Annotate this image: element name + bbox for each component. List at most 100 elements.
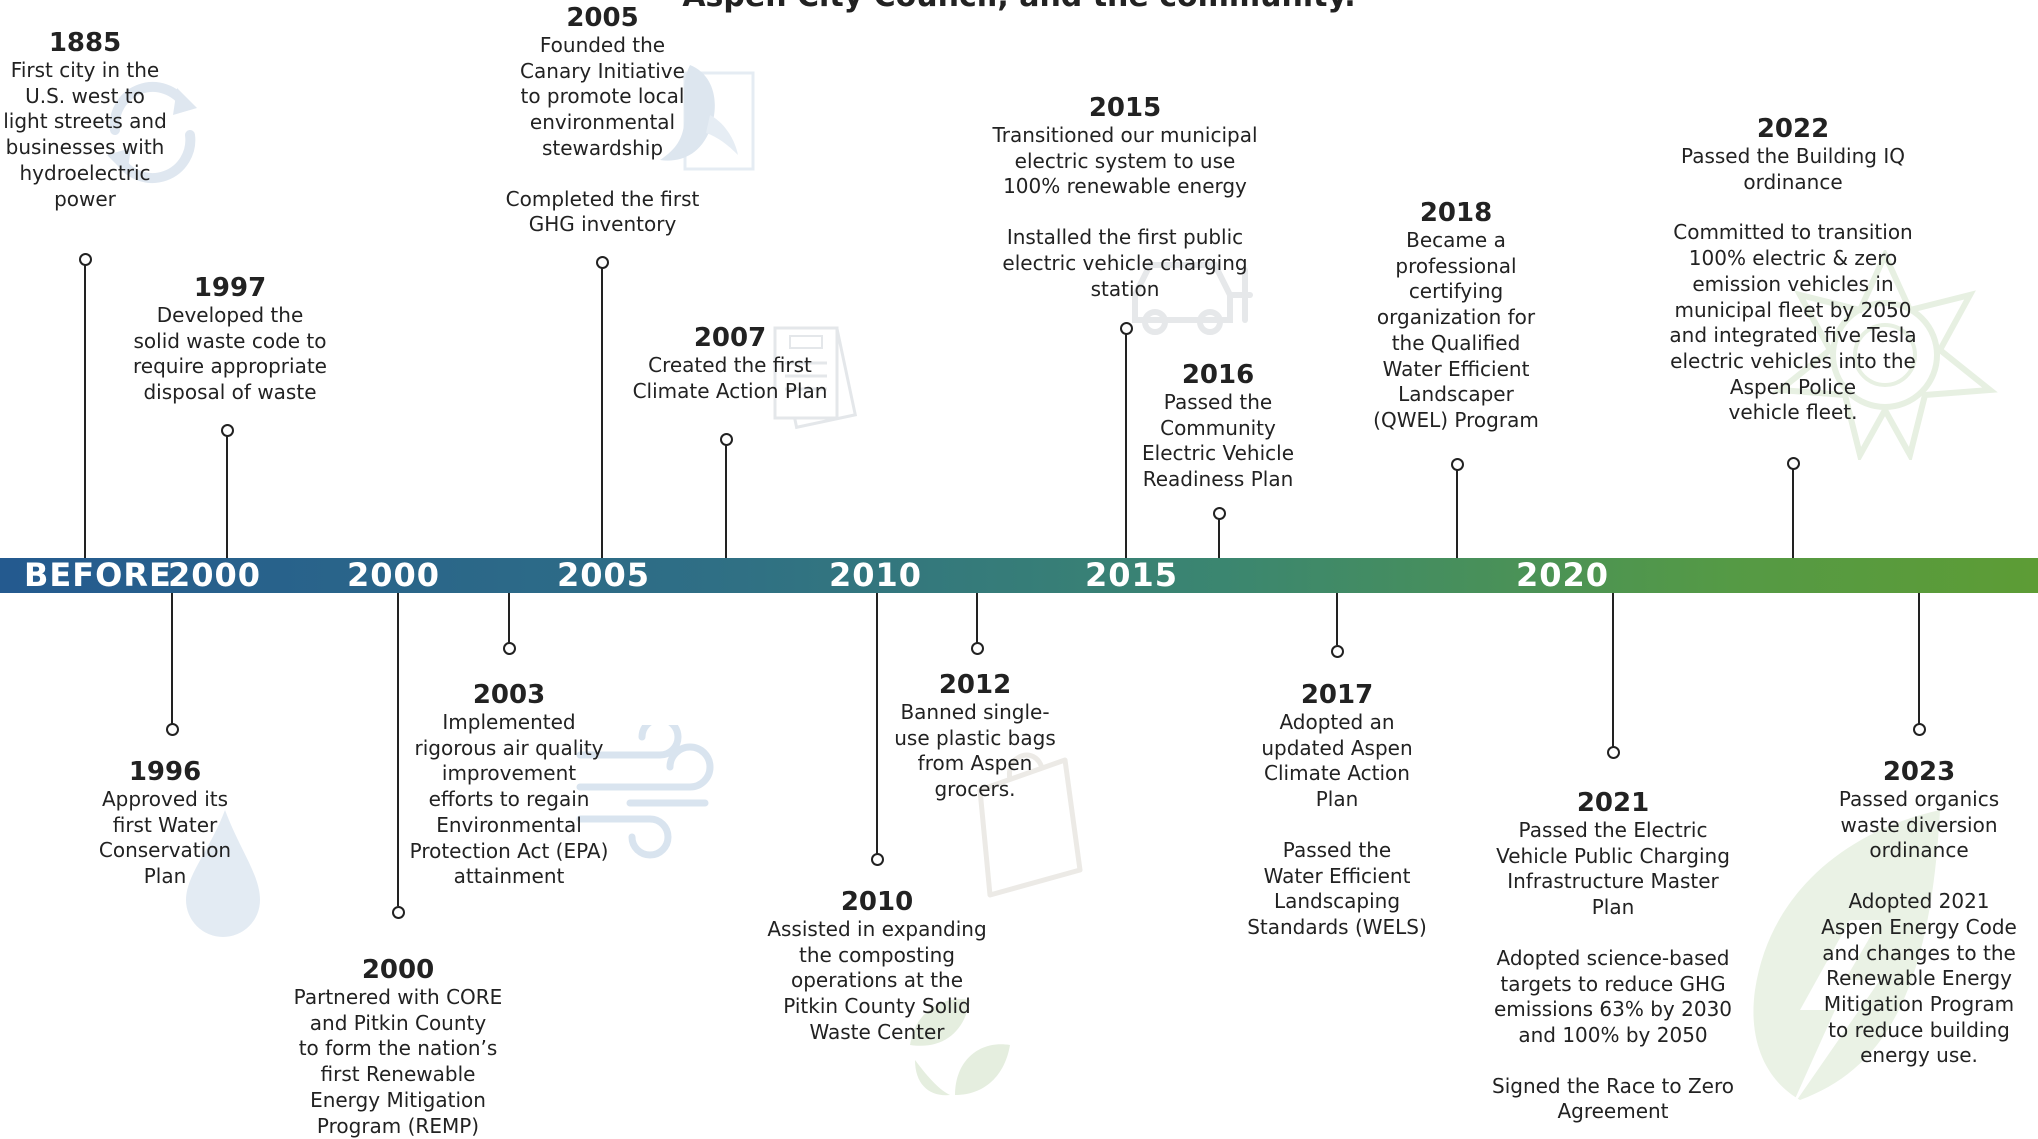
event-2017: 2017 Adopted an updated Aspen Climate Ac… (1232, 680, 1442, 941)
event-description: Passed organics waste diversion ordinanc… (1838, 787, 2000, 863)
paragraph-gap (1482, 921, 1744, 946)
pin-1997 (221, 424, 234, 437)
pin-2000 (392, 906, 405, 919)
event-description: Passed the Community Electric Vehicle Re… (1142, 390, 1294, 492)
bar-label-2015: 2015 (1085, 556, 1179, 594)
pin-2010 (871, 853, 884, 866)
event-2023: 2023 Passed organics waste diversion ord… (1808, 757, 2030, 1069)
connector-1885 (84, 259, 86, 558)
event-description: Installed the first public electric vehi… (1002, 225, 1248, 301)
plan-document-icon (773, 326, 858, 430)
canary-bird-icon (660, 65, 755, 171)
event-year: 2016 (1181, 360, 1255, 390)
pin-2016 (1213, 507, 1226, 520)
connector-2021 (1612, 593, 1614, 748)
pin-2003 (503, 642, 516, 655)
pin-2017 (1331, 645, 1344, 658)
pin-1996 (166, 723, 179, 736)
connector-2005 (601, 262, 603, 558)
bar-label-2005: 2005 (557, 556, 651, 594)
pin-2007 (720, 433, 733, 446)
paragraph-gap (475, 162, 730, 187)
event-description: Approved its first Water Conservation Pl… (98, 787, 232, 889)
paragraph-gap (1232, 813, 1442, 838)
event-description: Partnered with CORE and Pitkin County to… (293, 985, 503, 1138)
event-year: 2010 (840, 887, 914, 917)
event-description: Adopted an updated Aspen Climate Action … (1261, 710, 1413, 812)
event-year: 2017 (1300, 680, 1374, 710)
event-description: Founded the Canary Initiative to promote… (520, 33, 685, 160)
timeline-bar (0, 558, 2038, 593)
pin-2018 (1451, 458, 1464, 471)
event-year: 1996 (128, 757, 202, 787)
wind-icon (576, 725, 714, 859)
connector-2015 (1125, 328, 1127, 558)
event-2010: 2010 Assisted in expanding the compostin… (752, 887, 1002, 1046)
event-description: Committed to transition 100% electric & … (1669, 220, 1917, 425)
page-heading: Aspen City Council, and the community. (0, 0, 2038, 14)
event-description: First city in the U.S. west to light str… (3, 58, 167, 211)
event-1997: 1997 Developed the solid waste code to r… (110, 273, 350, 406)
connector-2018 (1456, 468, 1458, 558)
event-year: 2005 (566, 3, 639, 33)
connector-2012 (976, 593, 978, 645)
event-2012: 2012 Banned single- use plastic bags fro… (880, 670, 1070, 803)
bar-label-2020: 2020 (1516, 556, 1610, 594)
connector-1997 (226, 435, 228, 558)
event-description: Transitioned our municipal electric syst… (992, 123, 1258, 199)
leaf-bolt-icon (1753, 810, 1940, 1110)
event-year: 2015 (1088, 93, 1162, 123)
event-description: Became a professional certifying organiz… (1373, 228, 1539, 432)
electric-car-icon (1132, 262, 1253, 335)
paragraph-gap (965, 200, 1285, 225)
connector-2023 (1918, 593, 1920, 727)
event-year: 1997 (193, 273, 267, 303)
event-year: 2023 (1882, 757, 1956, 787)
compost-leaves-icon (910, 999, 1010, 1096)
pin-2023 (1913, 723, 1926, 736)
paragraph-gap (1648, 195, 1938, 220)
event-year: 1885 (48, 28, 122, 58)
event-2018: 2018 Became a professional certifying or… (1356, 198, 1556, 434)
connector-2000 (397, 593, 399, 906)
connector-2010 (876, 593, 878, 856)
event-description: Assisted in expanding the composting ope… (767, 917, 987, 1044)
event-2021: 2021 Passed the Electric Vehicle Public … (1482, 788, 1744, 1125)
bar-label-2010: 2010 (829, 556, 923, 594)
event-year: 2000 (361, 955, 435, 985)
recycle-arrows-icon (107, 81, 197, 184)
event-description: Signed the Race to Zero Agreement (1492, 1073, 1734, 1124)
event-year: 2012 (938, 670, 1012, 700)
paragraph-gap (1808, 864, 2030, 889)
event-2005: 2005 Founded the Canary Initiative to pr… (475, 3, 730, 238)
pin-2022 (1787, 457, 1800, 470)
event-year: 2007 (693, 323, 767, 353)
event-description: Banned single- use plastic bags from Asp… (894, 700, 1056, 802)
water-drop-icon (186, 810, 260, 937)
event-2000: 2000 Partnered with CORE and Pitkin Coun… (268, 955, 528, 1139)
police-badge-icon (1772, 250, 1998, 460)
event-2015: 2015 Transitioned our municipal electric… (965, 93, 1285, 302)
event-year: 2018 (1419, 198, 1493, 228)
bar-label-before: BEFORE (24, 556, 172, 594)
event-description: Adopted 2021 Aspen Energy Code and chang… (1821, 889, 2017, 1068)
pin-2005 (596, 256, 609, 269)
event-2003: 2003 Implemented rigorous air quality im… (393, 680, 625, 890)
event-description: Developed the solid waste code to requir… (132, 303, 327, 405)
paragraph-gap (1482, 1049, 1744, 1074)
bar-label-2000: 2000 (347, 556, 441, 594)
connector-1996 (171, 593, 173, 727)
event-year: 2021 (1576, 788, 1650, 818)
plastic-bag-icon (977, 752, 1083, 898)
event-description: Created the first Climate Action Plan (632, 353, 828, 403)
connector-2016 (1218, 518, 1220, 558)
bar-label-2000-first: 2000 (168, 556, 262, 594)
connector-2017 (1336, 593, 1338, 645)
pin-2015 (1120, 322, 1133, 335)
connector-2007 (725, 440, 727, 558)
event-2007: 2007 Created the first Climate Action Pl… (605, 323, 855, 404)
connector-2022 (1792, 467, 1794, 558)
event-2022: 2022 Passed the Building IQ ordinance Co… (1648, 114, 1938, 426)
connector-2003 (508, 593, 510, 645)
event-year: 2003 (472, 680, 546, 710)
